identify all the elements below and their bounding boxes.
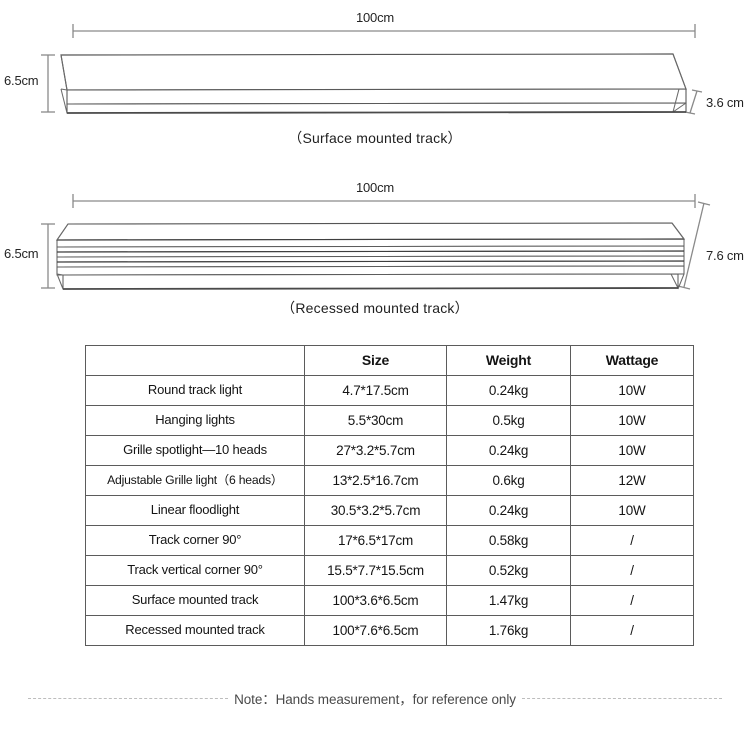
cell-wattage: 10W: [570, 495, 694, 526]
cell-product-name: Surface mounted track: [85, 585, 305, 616]
depth-dimension-line: [684, 89, 703, 115]
track-left-end-cap: [60, 54, 68, 114]
recessed-depth-label: 7.6 cm: [706, 248, 744, 263]
surface-mounted-track-diagram: 100cm 6.5cm 3.6 cm （Surface mounted trac…: [0, 0, 750, 160]
cell-size: 27*3.2*5.7cm: [304, 435, 447, 466]
cell-product-name: Adjustable Grille light（6 heads）: [85, 465, 305, 496]
length-dimension-line: [72, 194, 696, 208]
recessed-layer-stack: [56, 238, 685, 268]
table-row: Track vertical corner 90° 15.5*7.7*15.5c…: [85, 555, 694, 586]
recessed-left-end-cap: [56, 223, 69, 290]
surface-track-drawing: [41, 24, 703, 115]
cell-size: 100*3.6*6.5cm: [304, 585, 447, 616]
cell-product-name: Grille spotlight—10 heads: [85, 435, 305, 466]
cell-size: 17*6.5*17cm: [304, 525, 447, 556]
table-row: Surface mounted track 100*3.6*6.5cm 1.47…: [85, 585, 694, 616]
table-row: Round track light 4.7*17.5cm 0.24kg 10W: [85, 375, 694, 406]
recessed-layer-accents: [56, 238, 685, 263]
height-dimension-line: [41, 54, 55, 113]
recessed-right-end-cap: [670, 222, 685, 290]
cell-product-name: Track corner 90°: [85, 525, 305, 556]
table-header-weight: Weight: [446, 345, 571, 376]
cell-wattage: /: [570, 555, 694, 586]
table-row: Track corner 90° 17*6.5*17cm 0.58kg /: [85, 525, 694, 556]
surface-track-caption: （Surface mounted track）: [288, 130, 462, 146]
cell-wattage: /: [570, 615, 694, 646]
cell-wattage: 12W: [570, 465, 694, 496]
recessed-mounted-track-diagram: 100cm 6.5cm 7.6 cm （Recessed mounted tra…: [0, 170, 750, 330]
length-dimension-line: [72, 24, 696, 38]
recessed-track-drawing: [41, 194, 711, 290]
cell-product-name: Linear floodlight: [85, 495, 305, 526]
table-row: Hanging lights 5.5*30cm 0.5kg 10W: [85, 405, 694, 436]
note-rule-right: [521, 697, 722, 699]
table-header-size: Size: [304, 345, 447, 376]
cell-weight: 0.24kg: [446, 495, 571, 526]
specification-table: Size Weight Wattage Round track light 4.…: [85, 345, 694, 646]
cell-weight: 0.58kg: [446, 525, 571, 556]
cell-product-name: Hanging lights: [85, 405, 305, 436]
cell-weight: 0.6kg: [446, 465, 571, 496]
recessed-height-label: 6.5cm: [4, 246, 39, 261]
table-row: Grille spotlight—10 heads 27*3.2*5.7cm 0…: [85, 435, 694, 466]
table-row: Adjustable Grille light（6 heads） 13*2.5*…: [85, 465, 694, 496]
surface-length-label: 100cm: [355, 10, 395, 25]
surface-depth-label: 3.6 cm: [706, 95, 744, 110]
cell-wattage: 10W: [570, 405, 694, 436]
table-row: Linear floodlight 30.5*3.2*5.7cm 0.24kg …: [85, 495, 694, 526]
cell-product-name: Track vertical corner 90°: [85, 555, 305, 586]
cell-size: 5.5*30cm: [304, 405, 447, 436]
depth-dimension-line: [677, 201, 711, 290]
cell-size: 30.5*3.2*5.7cm: [304, 495, 447, 526]
recessed-track-caption: （Recessed mounted track）: [281, 300, 469, 316]
cell-product-name: Recessed mounted track: [85, 615, 305, 646]
height-dimension-line: [41, 223, 55, 289]
cell-product-name: Round track light: [85, 375, 305, 406]
footer-note: Note：Hands measurement，for reference onl…: [0, 688, 750, 708]
note-rule-left: [28, 697, 229, 699]
cell-weight: 1.76kg: [446, 615, 571, 646]
cell-size: 15.5*7.7*15.5cm: [304, 555, 447, 586]
cell-weight: 0.24kg: [446, 435, 571, 466]
track-right-end-cap: [672, 53, 687, 113]
recessed-length-label: 100cm: [355, 180, 395, 195]
table-header-blank: [85, 345, 305, 376]
track-body-top-face: [60, 53, 687, 91]
table-header-wattage: Wattage: [570, 345, 694, 376]
table-row: Recessed mounted track 100*7.6*6.5cm 1.7…: [85, 615, 694, 646]
cell-weight: 0.24kg: [446, 375, 571, 406]
cell-size: 4.7*17.5cm: [304, 375, 447, 406]
cell-wattage: 10W: [570, 375, 694, 406]
cell-weight: 1.47kg: [446, 585, 571, 616]
recessed-base-line: [62, 287, 679, 290]
table-header-row: Size Weight Wattage: [85, 345, 694, 376]
recessed-flange-top: [55, 222, 686, 241]
surface-height-label: 6.5cm: [4, 73, 39, 88]
recessed-body: [56, 265, 685, 290]
cell-wattage: /: [570, 525, 694, 556]
cell-wattage: 10W: [570, 435, 694, 466]
cell-weight: 0.5kg: [446, 405, 571, 436]
cell-wattage: /: [570, 585, 694, 616]
cell-weight: 0.52kg: [446, 555, 571, 586]
cell-size: 100*7.6*6.5cm: [304, 615, 447, 646]
note-text: Note：Hands measurement，for reference onl…: [234, 692, 516, 707]
track-body-front-face: [66, 88, 687, 105]
table-body: Round track light 4.7*17.5cm 0.24kg 10W …: [85, 375, 694, 646]
cell-size: 13*2.5*16.7cm: [304, 465, 447, 496]
track-base-line: [66, 111, 687, 114]
